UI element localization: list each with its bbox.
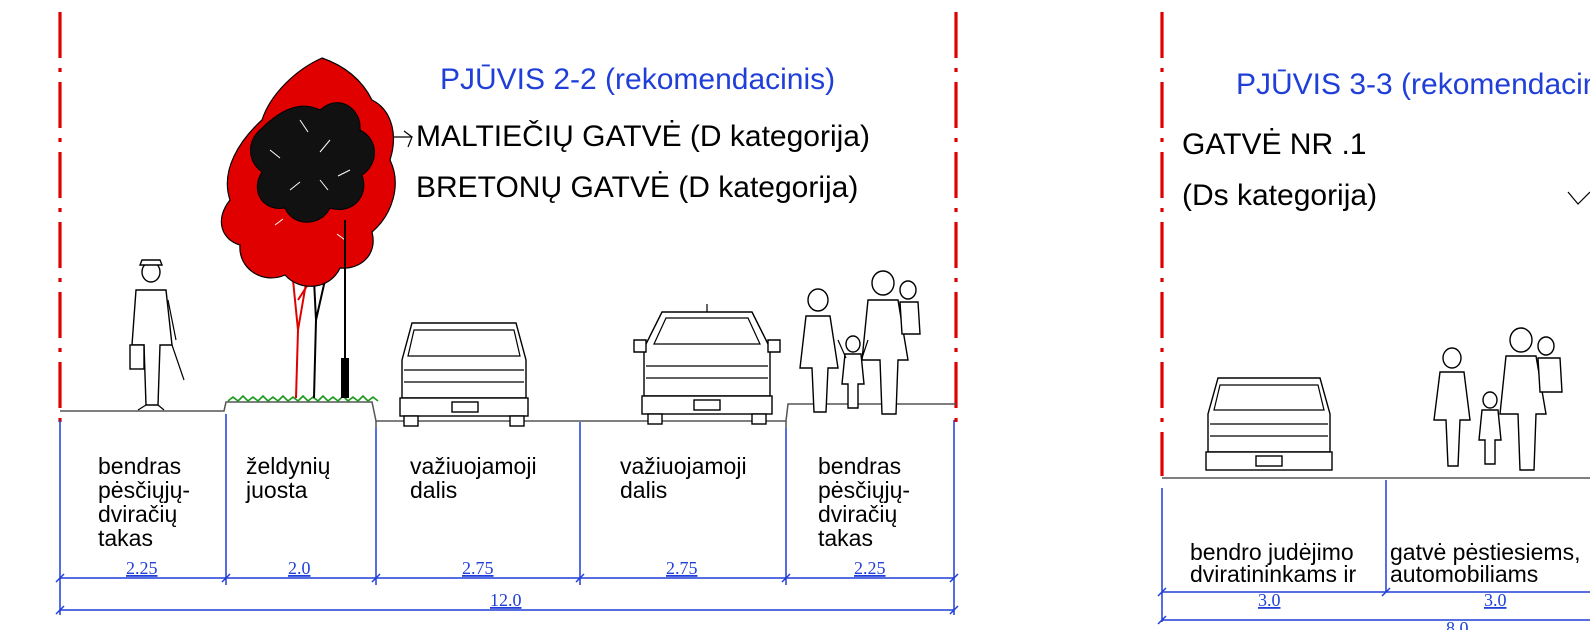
zone-label-line: bendras <box>818 453 901 479</box>
zone-label-line: gatvė pėstiesiems, <box>1390 539 1580 565</box>
section-3-3-title: PJŪVIS 3-3 (rekomendacinis) <box>1236 68 1590 101</box>
section-3-3: PJŪVIS 3-3 (rekomendacinis) GATVĖ NR .1 … <box>1157 12 1590 630</box>
zone-separators <box>1161 480 1387 622</box>
pedestrian-icon <box>129 259 185 411</box>
zone-width-2: 3.0 <box>1484 590 1507 610</box>
family-pedestrians-icon <box>799 270 921 415</box>
zone-label-2: želdynių juosta <box>245 453 330 503</box>
zone-label-4: važiuojamoji dalis <box>620 453 747 503</box>
street-name-1: MALTIEČIŲ GATVĖ (D kategorija) <box>416 119 870 153</box>
family-pedestrians-icon <box>1433 327 1563 471</box>
zone-label-1: bendro judėjimo dviratininkams ir <box>1190 539 1356 587</box>
zone-separators <box>59 414 955 615</box>
zone-width-5: 2.25 <box>854 558 886 578</box>
grass-strip <box>227 394 379 403</box>
ground-profile <box>60 401 956 422</box>
zone-label-3: važiuojamoji dalis <box>410 453 537 503</box>
zone-label-line: bendras <box>98 453 181 479</box>
dimension-lines <box>55 573 959 615</box>
street-name-2: BRETONŲ GATVĖ (D kategorija) <box>416 171 858 204</box>
zone-width-1: 2.25 <box>126 558 158 578</box>
car-icon <box>633 304 781 425</box>
zone-label-line: dviračių <box>818 501 897 527</box>
zone-label-2: gatvė pėstiesiems, automobiliams <box>1390 539 1580 587</box>
car-icon <box>1205 377 1333 471</box>
total-width: 12.0 <box>490 590 522 610</box>
zone-width-2: 2.0 <box>288 558 311 578</box>
zone-width-4: 2.75 <box>666 558 698 578</box>
zone-label-line: važiuojamoji <box>410 453 537 479</box>
zone-label-1: bendras pėsčiųjų- dviračių takas <box>98 453 190 551</box>
street-name-line-1: GATVĖ NR .1 <box>1182 128 1366 161</box>
leader-arrow <box>1567 191 1590 205</box>
zone-width-1: 3.0 <box>1258 590 1281 610</box>
zone-label-5: bendras pėsčiųjų- dviračių takas <box>818 453 910 551</box>
zone-label-line: dalis <box>410 477 457 503</box>
section-2-2: PJŪVIS 2-2 (rekomendacinis) MALTIEČIŲ GA… <box>55 12 959 615</box>
zone-label-line: juosta <box>245 477 308 503</box>
zone-label-line: dviračių <box>98 501 177 527</box>
street-name-line-2: (Ds kategorija) <box>1182 179 1377 212</box>
zone-label-line: važiuojamoji <box>620 453 747 479</box>
zone-label-line: dalis <box>620 477 667 503</box>
tree-icon <box>220 57 396 399</box>
zone-label-line: pėsčiųjų- <box>818 477 910 503</box>
dimension-lines <box>1157 587 1590 625</box>
zone-label-line: dviratininkams ir <box>1190 561 1356 587</box>
car-icon <box>399 322 529 427</box>
total-width: 8.0 <box>1446 618 1469 630</box>
zone-label-line: automobiliams <box>1390 561 1538 587</box>
section-2-2-title: PJŪVIS 2-2 (rekomendacinis) <box>440 63 835 96</box>
zone-width-3: 2.75 <box>462 558 494 578</box>
zone-label-line: želdynių <box>246 453 330 479</box>
zone-label-line: takas <box>98 525 153 551</box>
zone-label-line: takas <box>818 525 873 551</box>
zone-label-line: pėsčiųjų- <box>98 477 190 503</box>
zone-label-line: bendro judėjimo <box>1190 539 1354 565</box>
